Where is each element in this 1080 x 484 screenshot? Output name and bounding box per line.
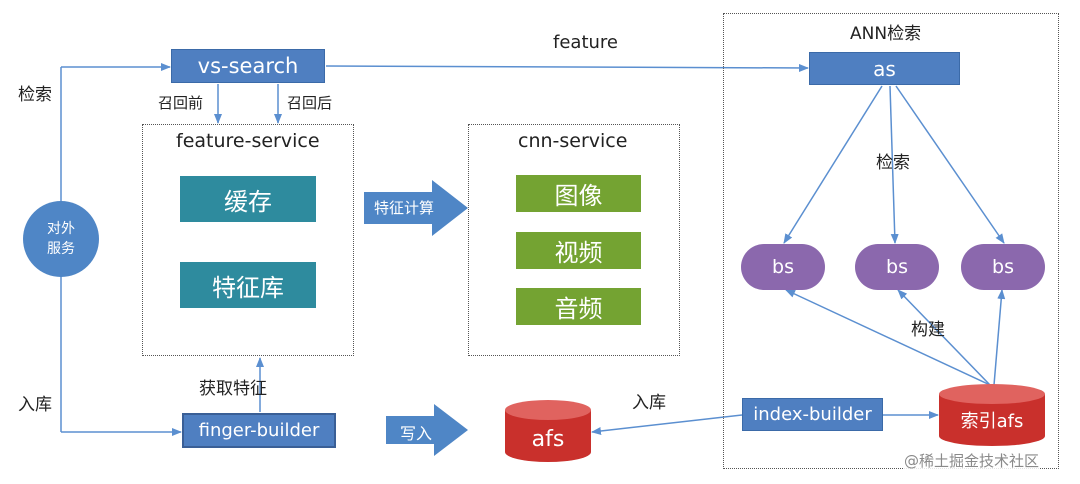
arrow-build-bs3 <box>993 289 1006 386</box>
image-box[interactable]: 图像 <box>516 175 641 212</box>
left-ingest-label: 入库 <box>18 395 52 415</box>
block-arrow-feature-compute <box>364 180 468 236</box>
index-afs-label[interactable]: 索引afs <box>960 411 1024 432</box>
bs-node-2[interactable]: bs <box>855 244 939 290</box>
afs-label[interactable]: afs <box>531 426 565 452</box>
cnn-service-container <box>468 124 680 356</box>
bs-node-3[interactable]: bs <box>961 244 1045 290</box>
feature-store-box[interactable]: 特征库 <box>180 262 316 308</box>
arrow-as-bs3 <box>895 85 1005 244</box>
block-arrow-write <box>386 404 468 456</box>
watermark: @稀土掘金技术社区 <box>904 450 1040 471</box>
bs-node-1[interactable]: bs <box>741 244 825 290</box>
vs-search-box[interactable]: vs-search <box>171 49 325 83</box>
ann-retrieve-label: 检索 <box>876 153 910 173</box>
arrow-build-bs2 <box>897 289 991 386</box>
ann-search-title: ANN检索 <box>850 24 922 44</box>
afs-cylinder <box>505 400 591 462</box>
finger-builder-box[interactable]: finger-builder <box>182 413 336 448</box>
external-service-line1: 对外 <box>47 221 75 237</box>
arrow-as-bs2 <box>889 85 899 244</box>
left-search-label: 检索 <box>18 85 52 105</box>
external-service-line2: 服务 <box>47 241 75 257</box>
ann-ingest-label: 入库 <box>632 393 666 413</box>
index-builder-box[interactable]: index-builder <box>742 398 883 431</box>
ann-search-container <box>723 13 1059 469</box>
arrow-build-bs1 <box>785 289 991 386</box>
arrow-index-builder-to-main-afs <box>591 414 743 435</box>
after-recall-label: 召回后 <box>287 94 333 112</box>
before-recall-label: 召回前 <box>158 94 204 112</box>
feature-service-title: feature-service <box>176 130 320 152</box>
audio-box[interactable]: 音频 <box>516 288 641 325</box>
cnn-service-title: cnn-service <box>518 130 628 152</box>
video-box[interactable]: 视频 <box>516 232 641 269</box>
feature-label: feature <box>553 32 618 53</box>
build-label: 构建 <box>911 320 945 340</box>
external-service-node[interactable]: 对外 服务 <box>23 201 99 277</box>
as-box[interactable]: as <box>809 52 960 85</box>
feature-compute-label: 特征计算 <box>374 199 435 217</box>
arrow-as-bs1 <box>783 85 883 244</box>
get-feature-label: 获取特征 <box>199 379 267 399</box>
cache-box[interactable]: 缓存 <box>180 176 316 222</box>
arrow-feature-to-as <box>325 63 809 72</box>
index-afs-cylinder <box>939 384 1045 446</box>
feature-service-container <box>142 124 354 356</box>
write-label: 写入 <box>400 424 433 443</box>
